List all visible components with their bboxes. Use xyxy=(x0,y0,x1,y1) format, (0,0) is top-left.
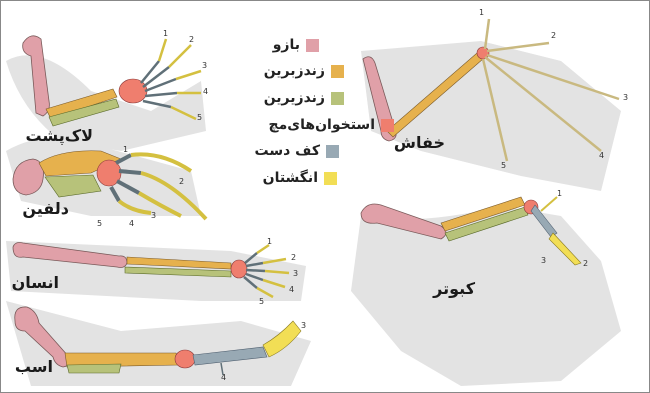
dolphin-digit-5: 5 xyxy=(97,219,102,228)
horse-digit-3: 3 xyxy=(301,321,306,330)
legend-item-phalanges: انگشتان xyxy=(263,170,337,186)
legend-swatch-carpals xyxy=(381,119,394,132)
bat-digit-3: 3 xyxy=(623,93,628,102)
legend-swatch-ulna xyxy=(331,92,344,105)
human-wrist xyxy=(231,260,247,278)
turtle-digit-3: 3 xyxy=(202,61,207,70)
horse-ulna xyxy=(67,364,121,373)
legend-label-humerus: بازو xyxy=(273,37,300,53)
pigeon-digit-3: 3 xyxy=(541,256,546,265)
legend-item-ulna: زندزیرین xyxy=(264,90,344,106)
human-digit-4: 4 xyxy=(289,285,294,294)
bat-digit-1: 1 xyxy=(479,8,484,17)
legend-swatch-humerus xyxy=(306,39,319,52)
legend-swatch-metacarpals xyxy=(326,145,339,158)
human-digit-1: 1 xyxy=(267,237,272,246)
dolphin-digit-4: 4 xyxy=(129,219,134,228)
legend-label-ulna: زندزیرین xyxy=(264,90,325,106)
pigeon-digit-1: 1 xyxy=(557,189,562,198)
legend-label-metacarpals: کف دست xyxy=(255,143,320,159)
label-bat: خفاش xyxy=(394,133,445,152)
legend-swatch-phalanges xyxy=(324,172,337,185)
pigeon-digit-2: 2 xyxy=(583,259,588,268)
bat-digit-4: 4 xyxy=(599,151,604,160)
legend-label-carpals: استخوان‌های‌مچ xyxy=(269,117,375,133)
legend-label-phalanges: انگشتان xyxy=(263,170,318,186)
label-pigeon: کبوتر xyxy=(433,279,475,298)
label-turtle: لاک‌پشت xyxy=(25,126,93,145)
legend-swatch-radius xyxy=(331,65,344,78)
human-digit-5: 5 xyxy=(259,297,264,306)
label-horse: اسب xyxy=(15,357,53,376)
legend-label-radius: زندزبرین xyxy=(264,63,325,79)
horse-wrist xyxy=(175,350,195,368)
legend-item-humerus: بازو xyxy=(273,37,319,53)
turtle-digit-4: 4 xyxy=(203,87,208,96)
human-digit-3: 3 xyxy=(293,269,298,278)
bat-digit-5: 5 xyxy=(501,161,506,170)
dolphin-digit-1: 1 xyxy=(123,145,128,154)
horse-digit-4: 4 xyxy=(221,373,226,382)
turtle-digit-2: 2 xyxy=(189,35,194,44)
legend-item-carpals: استخوان‌های‌مچ xyxy=(269,117,394,133)
legend-item-radius: زندزبرین xyxy=(264,63,344,79)
dolphin-digit-3: 3 xyxy=(151,211,156,220)
dolphin-digit-2: 2 xyxy=(179,177,184,186)
bat-digit-2: 2 xyxy=(551,31,556,40)
turtle-digit-1: 1 xyxy=(163,29,168,38)
human-digit-2: 2 xyxy=(291,253,296,262)
label-human: انسان xyxy=(12,273,59,292)
label-dolphin: دلفین xyxy=(22,199,69,218)
turtle-digit-5: 5 xyxy=(197,113,202,122)
legend-item-metacarpals: کف دست xyxy=(255,143,339,159)
